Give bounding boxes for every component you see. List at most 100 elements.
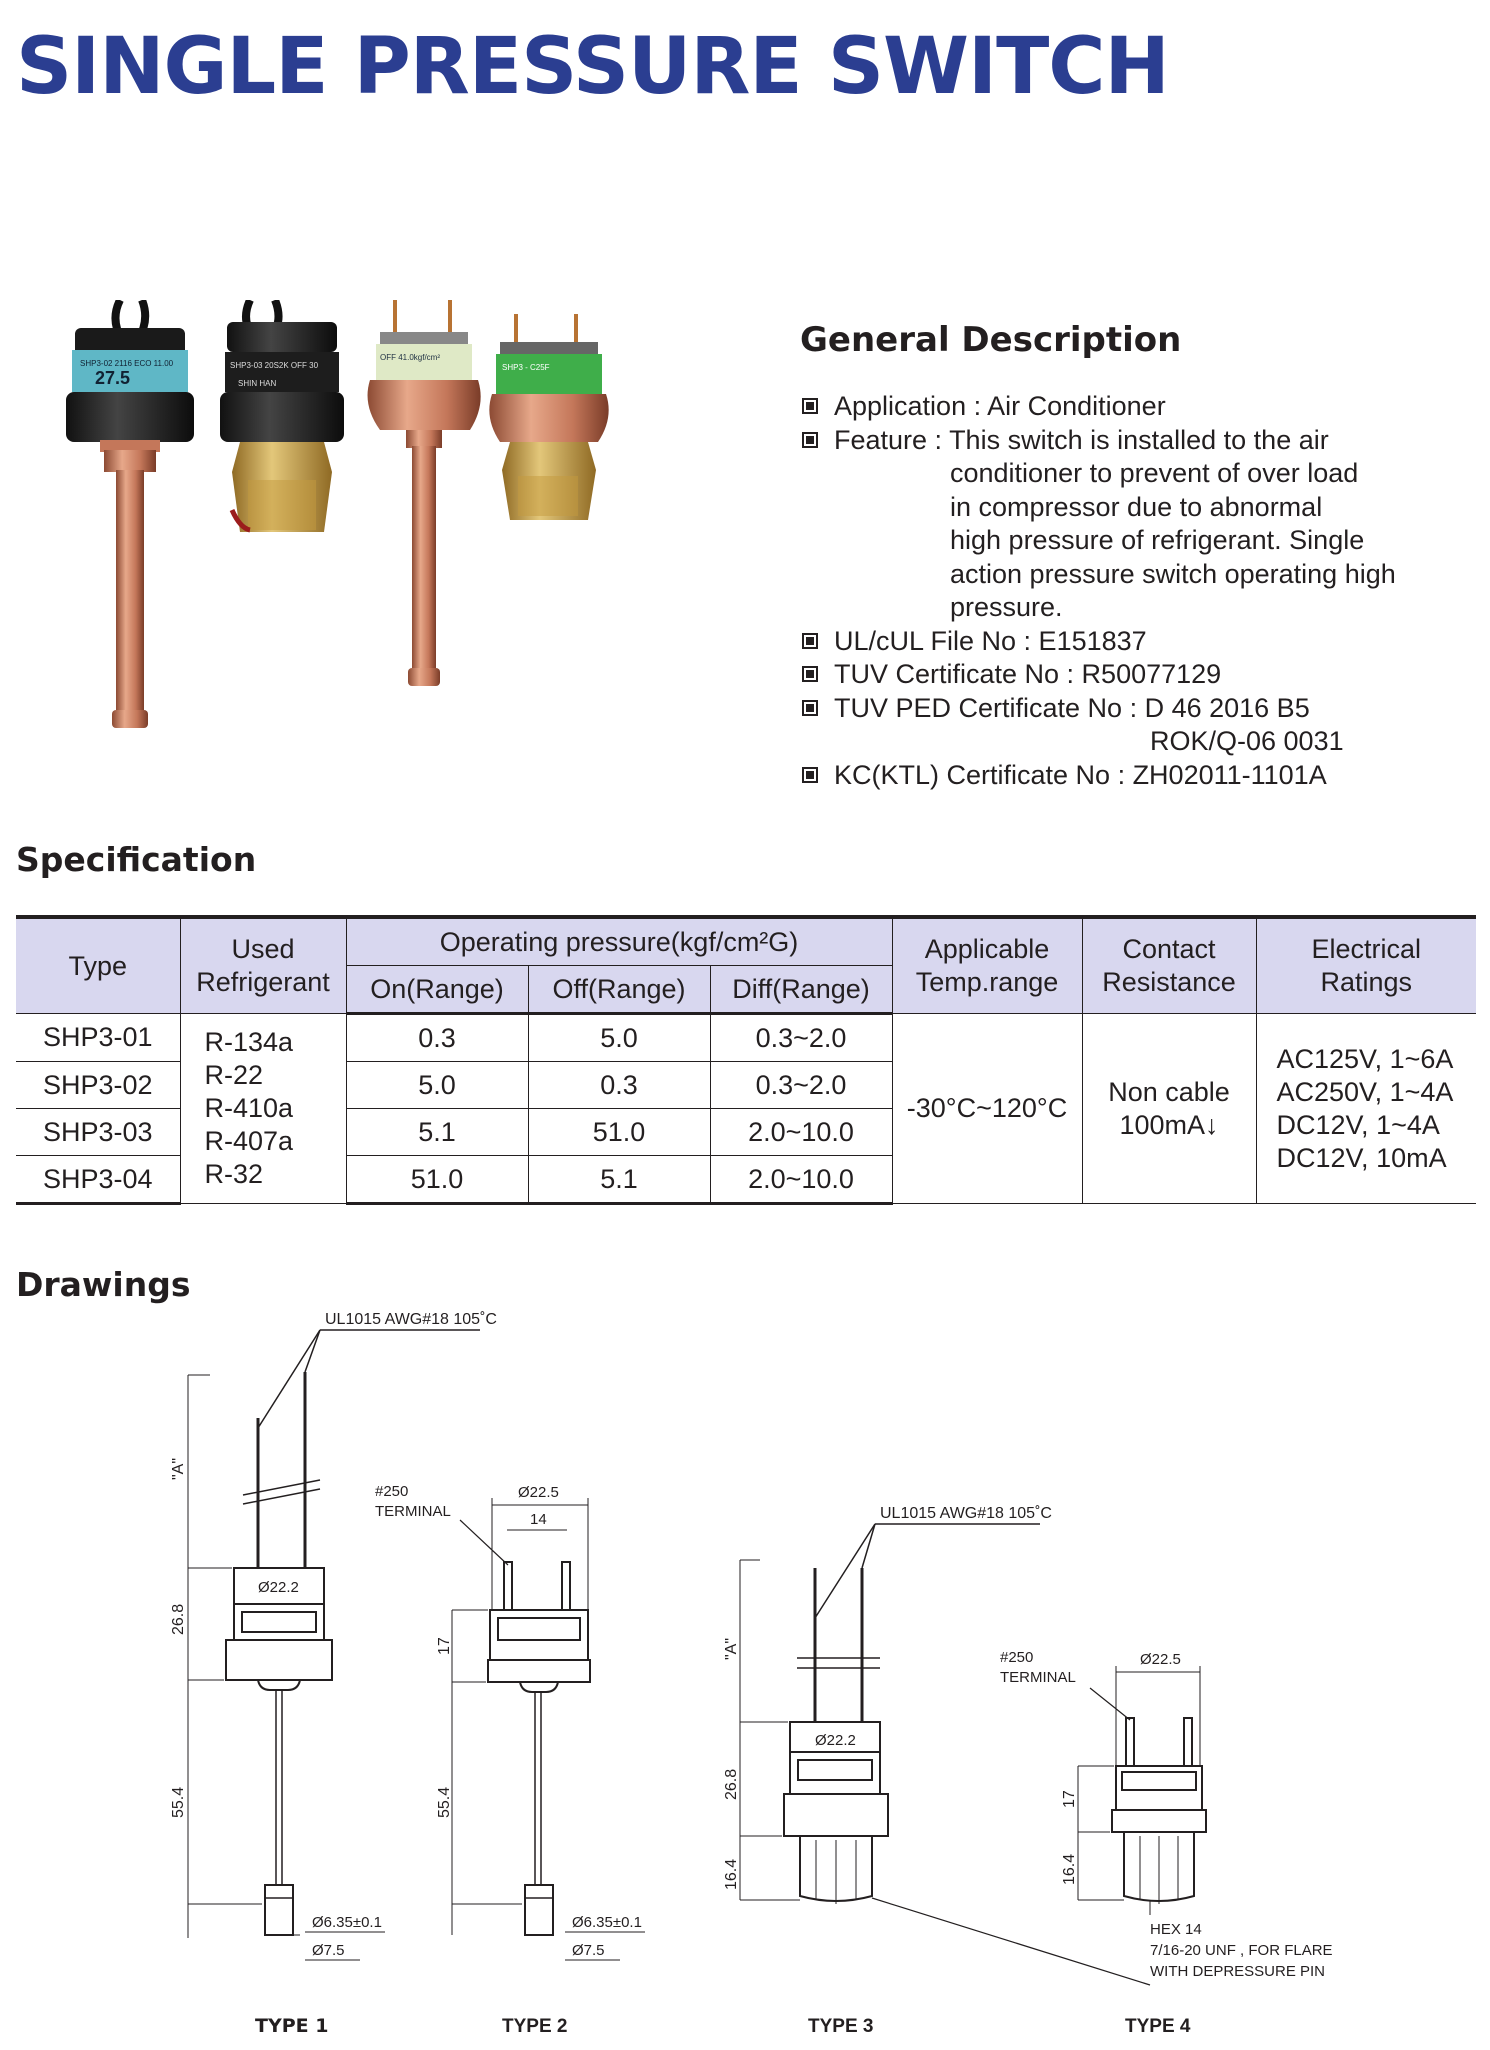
- kc-item: KC(KTL) Certificate No : ZH02011-1101A: [800, 759, 1460, 793]
- drawing-type-3: UL1015 AWG#18 105˚C Ø22.2 "A" 26.8 16.4 …: [723, 1505, 1151, 2037]
- cell-off: 0.3: [527, 1061, 711, 1109]
- switch-photo-1: SHP3-02 2116 ECO 11.00 27.5: [66, 300, 194, 728]
- square-bullet-icon: [802, 632, 818, 649]
- drawing-type-2: #250 TERMINAL Ø22.5 14 17 55.4 Ø6.35±0.1…: [375, 1483, 645, 2037]
- application-text: Application : Air Conditioner: [834, 391, 1166, 421]
- hex-label: HEX 14: [1150, 1921, 1202, 1938]
- header-on-range: On(Range): [346, 965, 529, 1015]
- header-line: Temp.range: [915, 967, 1059, 997]
- photo-label-3: OFF 41.0kgf/cm²: [380, 353, 440, 362]
- cell-on: 5.1: [345, 1108, 529, 1156]
- refrigerant-item: R-22: [204, 1060, 264, 1090]
- cell-diff: 0.3~2.0: [709, 1013, 893, 1062]
- switch-photo-3: OFF 41.0kgf/cm²: [367, 300, 481, 686]
- feature-line: pressure.: [950, 592, 1063, 622]
- feature-line: conditioner to prevent of over load: [950, 458, 1359, 488]
- header-line: Contact: [1122, 934, 1216, 964]
- refrigerant-item: R-134a: [204, 1027, 294, 1057]
- feature-line: high pressure of refrigerant. Single: [950, 525, 1365, 555]
- cell-type: SHP3-01: [16, 1013, 181, 1062]
- switch-photo-4: SHP3 - C25F: [489, 314, 609, 520]
- header-line: Electrical: [1311, 934, 1422, 964]
- ped-text: TUV PED Certificate No : D 46 2016 B5: [834, 692, 1310, 723]
- cell-diff: 2.0~10.0: [709, 1155, 892, 1205]
- technical-drawings: UL1015 AWG#18 105˚C Ø22.2 "A" 26.8 55.4 …: [170, 1311, 1333, 2037]
- ul-text: UL/cUL File No : E151837: [834, 625, 1147, 656]
- table-row: SHP3-03 5.1 51.0 2.0~10.0: [16, 1108, 1476, 1156]
- rating-item: AC125V, 1~6A: [1276, 1043, 1454, 1074]
- general-description-list: Application : Air Conditioner Feature : …: [800, 390, 1460, 792]
- dim-a: "A": [170, 1458, 187, 1480]
- header-line: Ratings: [1320, 967, 1413, 997]
- table-row: SHP3-01 R-134a R-22 R-410a R-407a R-32 0…: [16, 1013, 1476, 1204]
- header-off-range: Off(Range): [527, 965, 711, 1015]
- dim-17: 17: [436, 1637, 453, 1655]
- feature-line: action pressure switch operating high: [950, 558, 1396, 589]
- page-title: SINGLE PRESSURE SWITCH: [16, 22, 1170, 112]
- table-row: SHP3-02 5.0 0.3 0.3~2.0: [16, 1061, 1476, 1109]
- rating-item: AC250V, 1~4A: [1276, 1076, 1454, 1107]
- rating-item: DC12V, 1~4A: [1276, 1109, 1440, 1140]
- dim-554: 55.4: [436, 1787, 453, 1818]
- type-1-label: TYPE 1: [255, 2015, 328, 2037]
- type-3-label: TYPE 3: [808, 2016, 873, 2037]
- cell-on: 0.3: [345, 1013, 529, 1062]
- dim-tube-635: Ø6.35±0.1: [312, 1914, 382, 1931]
- dim-tube-75: Ø7.5: [572, 1942, 605, 1959]
- type-2-label: TYPE 2: [502, 2016, 567, 2037]
- photo-label-1: SHP3-02 2116 ECO 11.00: [80, 359, 174, 368]
- kc-text: KC(KTL) Certificate No : ZH02011-1101A: [834, 759, 1327, 790]
- cell-diff: 0.3~2.0: [709, 1061, 892, 1109]
- header-operating-pressure: Operating pressure(kgf/cm²G): [345, 915, 893, 966]
- rating-item: DC12V, 10mA: [1276, 1142, 1447, 1173]
- header-line: Applicable: [924, 934, 1050, 964]
- product-photo-group: SHP3-02 2116 ECO 11.00 27.5 SHP3-03 20S2…: [66, 300, 609, 728]
- header-line: Used: [231, 934, 295, 964]
- photo-label-2: SHP3-03 20S2K OFF 30: [230, 361, 319, 370]
- square-bullet-icon: [802, 666, 818, 682]
- square-bullet-icon: [802, 431, 818, 448]
- tuv-text: TUV Certificate No : R50077129: [834, 659, 1222, 689]
- switch-photo-2: SHP3-03 20S2K OFF 30 SHIN HAN: [220, 300, 344, 533]
- cell-on: 51.0: [345, 1155, 529, 1205]
- ped-line: ROK/Q-06 0031: [1150, 726, 1344, 756]
- dim-d225: Ø22.5: [518, 1484, 559, 1501]
- dim-14: 14: [530, 1511, 547, 1528]
- drawings-heading: Drawings: [16, 1265, 191, 1304]
- drawing-type-1: UL1015 AWG#18 105˚C Ø22.2 "A" 26.8 55.4 …: [170, 1311, 497, 2037]
- application-item: Application : Air Conditioner: [800, 390, 1460, 424]
- wire-label: UL1015 AWG#18 105˚C: [325, 1311, 497, 1328]
- dim-268: 26.8: [723, 1769, 740, 1800]
- contact-line: Non cable: [1108, 1076, 1230, 1107]
- header-diff-range: Diff(Range): [709, 965, 892, 1015]
- wire-label: UL1015 AWG#18 105˚C: [880, 1505, 1052, 1522]
- refrigerant-item: R-407a: [204, 1126, 294, 1156]
- dim-164: 16.4: [723, 1859, 740, 1890]
- terminal-label: #250: [1000, 1649, 1033, 1666]
- cell-off: 5.0: [527, 1013, 711, 1062]
- refrigerant-item: R-32: [204, 1159, 264, 1189]
- feature-line: in compressor due to abnormal: [950, 491, 1323, 522]
- terminal-label: TERMINAL: [1000, 1669, 1076, 1686]
- dim-a: "A": [723, 1638, 740, 1660]
- terminal-label: #250: [375, 1483, 408, 1500]
- photo-label-4: SHP3 - C25F: [502, 363, 550, 372]
- dim-d225: Ø22.5: [1140, 1651, 1181, 1668]
- ul-item: UL/cUL File No : E151837: [800, 625, 1460, 659]
- drawing-type-4: #250 TERMINAL Ø22.5 17 16.4 HEX 14 7/16-…: [1000, 1649, 1333, 2037]
- square-bullet-icon: [802, 699, 818, 716]
- dim-268: 26.8: [170, 1604, 187, 1635]
- cell-ratings: AC125V, 1~6A AC250V, 1~4A DC12V, 1~4A DC…: [1255, 1013, 1476, 1204]
- cell-temp-range: -30°C~120°C: [891, 1013, 1083, 1204]
- tuv-item: TUV Certificate No : R50077129: [800, 658, 1460, 692]
- type-4-label: TYPE 4: [1125, 2016, 1191, 2037]
- header-line: Refrigerant: [196, 967, 330, 997]
- photo-brand: SHIN HAN: [238, 379, 276, 388]
- specification-heading: Specification: [16, 840, 257, 879]
